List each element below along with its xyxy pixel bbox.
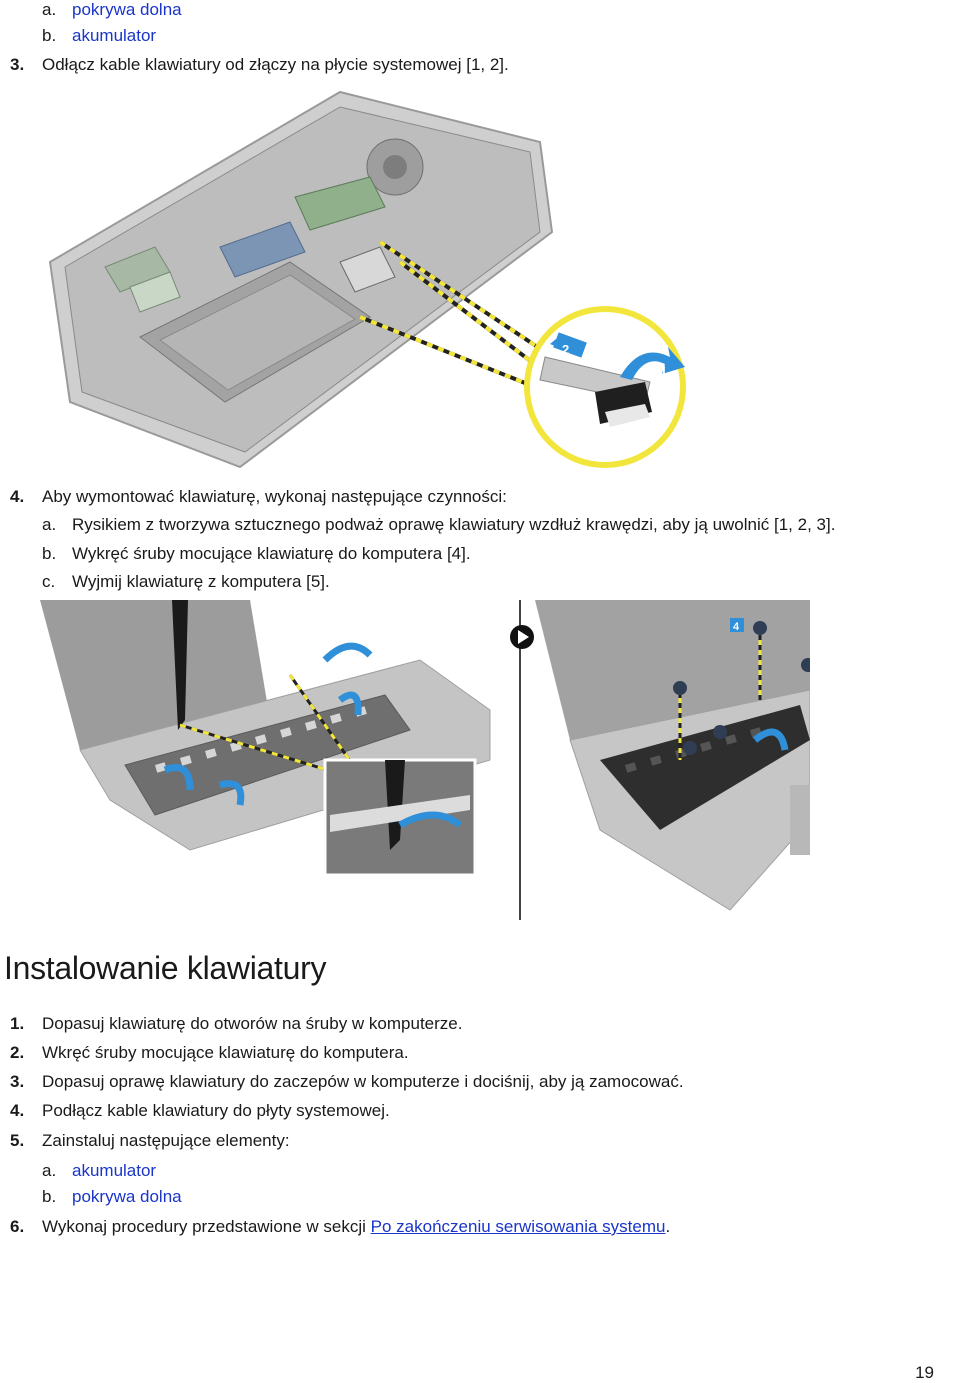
list-item: a. pokrywa dolna [42,0,182,20]
step-number: 3. [10,1072,25,1091]
step-text: Wkręć śruby mocujące klawiaturę do kompu… [42,1043,409,1062]
figure-keyboard-removal: 4 [40,600,815,920]
step-number: 2. [10,1043,25,1062]
link-pokrywa-dolna[interactable]: pokrywa dolna [72,0,182,19]
list-item: c. Wyjmij klawiaturę z komputera [5]. [42,572,330,592]
list-marker: a. [42,515,57,534]
list-text: Wyjmij klawiaturę z komputera [5]. [72,572,330,591]
page-number: 19 [915,1363,934,1382]
install-step: 3. Dopasuj oprawę klawiatury do zaczepów … [10,1072,684,1092]
list-text: Wykręć śruby mocujące klawiaturę do komp… [72,544,471,563]
step-text: Odłącz kable klawiatury od złączy na pły… [42,55,509,74]
laptop-bottom-illustration: 2 1 [48,90,686,469]
link-pokrywa-dolna[interactable]: pokrywa dolna [72,1187,182,1206]
step-text: Podłącz kable klawiatury do płyty system… [42,1101,390,1120]
step-number: 4. [10,487,25,506]
install-step: 6. Wykonaj procedury przedstawione w sekc… [10,1217,670,1237]
step-text-end: . [665,1217,671,1236]
step-text: Zainstaluj następujące elementy: [42,1131,290,1150]
list-marker: b. [42,544,57,563]
step-text: Dopasuj oprawę klawiatury do zaczepów w … [42,1072,684,1091]
list-marker: a. [42,0,57,19]
callout-1: 1 [660,363,667,378]
list-item: b. pokrywa dolna [42,1187,182,1207]
list-item: a. akumulator [42,1161,156,1181]
link-akumulator[interactable]: akumulator [72,26,157,45]
step-number: 5. [10,1131,25,1150]
step-number: 4. [10,1101,25,1120]
keyboard-removal-illustration: 4 [40,600,815,920]
step-number: 3. [10,55,25,74]
link-po-zakonczeniu-serwisowania[interactable]: Po zakończeniu serwisowania systemu [370,1217,666,1236]
install-step: 4. Podłącz kable klawiatury do płyty syst… [10,1101,390,1121]
list-marker: c. [42,572,56,591]
list-item: b. akumulator [42,26,156,46]
section-heading: Instalowanie klawiatury [4,950,327,986]
link-akumulator[interactable]: akumulator [72,1161,157,1180]
callout-4: 4 [733,621,740,633]
step-3: 3. Odłącz kable klawiatury od złączy na p… [10,55,509,75]
callout-2: 2 [562,342,569,357]
figure-keyboard-cables: 2 1 [40,82,700,482]
install-step: 2. Wkręć śruby mocujące klawiaturę do kom… [10,1043,409,1063]
list-marker: a. [42,1161,57,1180]
install-step: 1. Dopasuj klawiaturę do otworów na śruby… [10,1014,462,1034]
step-text: Aby wymontować klawiaturę, wykonaj nastę… [42,487,507,506]
list-marker: b. [42,1187,57,1206]
list-item: a. Rysikiem z tworzywa sztucznego podważ … [42,515,835,535]
list-item: b. Wykręć śruby mocujące klawiaturę do ko… [42,544,471,564]
list-text: Rysikiem z tworzywa sztucznego podważ op… [72,515,836,534]
install-step: 5. Zainstaluj następujące elementy: [10,1131,290,1151]
step-text: Wykonaj procedury przedstawione w sekcji [42,1217,371,1236]
step-text: Dopasuj klawiaturę do otworów na śruby w… [42,1014,463,1033]
step-number: 1. [10,1014,25,1033]
step-number: 6. [10,1217,25,1236]
step-4: 4. Aby wymontować klawiaturę, wykonaj nas… [10,487,507,507]
list-marker: b. [42,26,57,45]
